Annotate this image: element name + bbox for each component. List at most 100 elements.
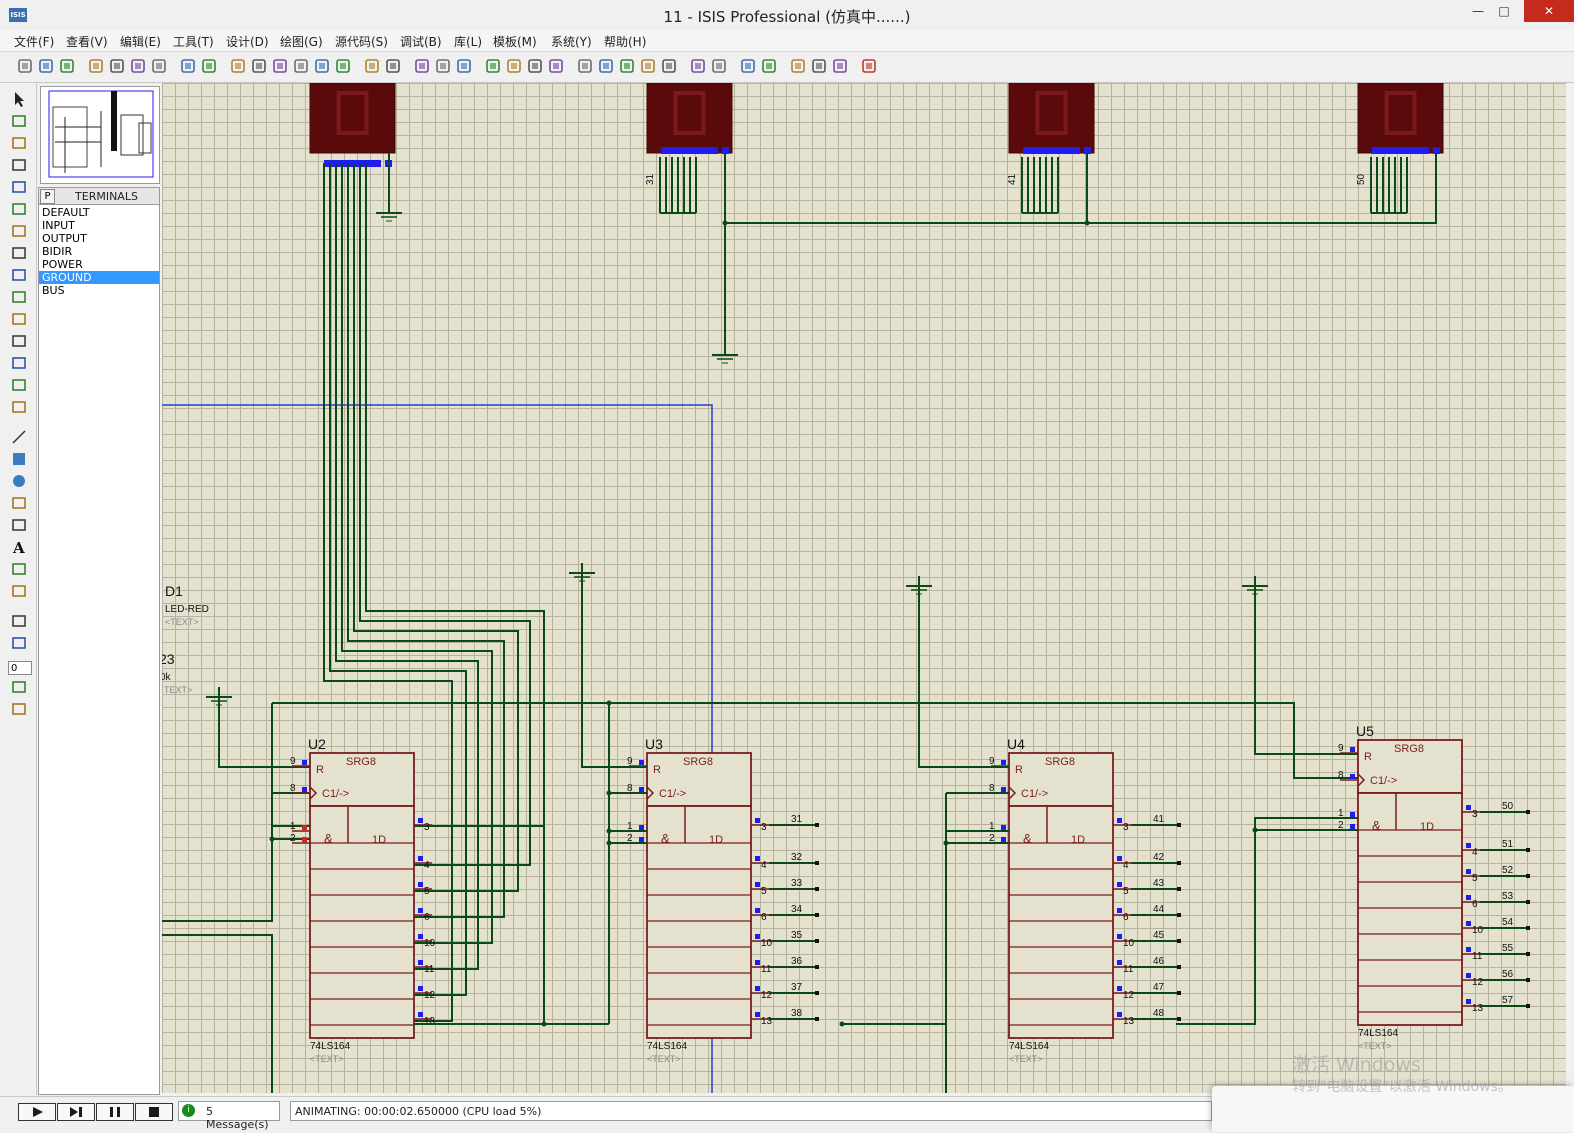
selection-mode-icon[interactable] [10, 91, 28, 107]
terminal-item-power[interactable]: POWER [42, 258, 83, 271]
origin-icon[interactable] [229, 57, 247, 75]
close-icon[interactable]: ✕ [1524, 0, 1574, 22]
pause-icon[interactable] [96, 1103, 134, 1121]
package-icon[interactable] [618, 57, 636, 75]
mirror-x-icon[interactable] [10, 679, 28, 695]
virtual-instrument-icon[interactable] [10, 399, 28, 415]
pick-button[interactable]: P [40, 189, 55, 204]
zoom-in-icon[interactable] [271, 57, 289, 75]
notification-popup[interactable] [1212, 1086, 1574, 1132]
menu-edit[interactable]: 编辑(E) [120, 35, 161, 49]
circle-icon[interactable] [10, 473, 28, 489]
text-icon[interactable]: A [10, 539, 28, 557]
pick-device-icon[interactable] [576, 57, 594, 75]
netlist-icon[interactable] [831, 57, 849, 75]
wire-autoroute-icon[interactable] [660, 57, 678, 75]
current-probe-icon[interactable] [10, 377, 28, 393]
menu-tools[interactable]: 工具(T) [173, 35, 214, 49]
export-icon[interactable] [108, 57, 126, 75]
menu-library[interactable]: 库(L) [454, 35, 483, 49]
undo-icon[interactable] [363, 57, 381, 75]
erc-icon[interactable] [810, 57, 828, 75]
new-file-icon[interactable] [16, 57, 34, 75]
voltage-probe-icon[interactable] [10, 355, 28, 371]
decompose-icon[interactable] [639, 57, 657, 75]
maximize-icon[interactable]: □ [1498, 4, 1510, 18]
menu-design[interactable]: 设计(D) [226, 35, 269, 49]
paste-icon[interactable] [455, 57, 473, 75]
step-icon[interactable] [57, 1103, 95, 1121]
minimize-icon[interactable]: — [1472, 4, 1484, 18]
symbol-icon[interactable] [10, 561, 28, 577]
component-mode-icon[interactable] [10, 113, 28, 129]
grid-icon[interactable] [200, 57, 218, 75]
menu-view[interactable]: 查看(V) [66, 35, 108, 49]
rotation-input[interactable]: 0 [8, 661, 32, 675]
terminal-item-default[interactable]: DEFAULT [42, 206, 90, 219]
chip-u5-pin-marker [1350, 812, 1355, 817]
bus-icon[interactable] [10, 201, 28, 217]
line-icon[interactable] [10, 429, 28, 445]
bom-icon[interactable] [789, 57, 807, 75]
messages-box[interactable]: i 5 Message(s) [178, 1101, 280, 1131]
remove-sheet-icon[interactable] [760, 57, 778, 75]
marker-icon[interactable] [10, 583, 28, 599]
stop-icon[interactable] [135, 1103, 173, 1121]
print-area-icon[interactable] [150, 57, 168, 75]
menu-graph[interactable]: 绘图(G) [280, 35, 323, 49]
chip-u3-output-pin-number: 11 [761, 964, 772, 975]
wire-label-icon[interactable] [10, 157, 28, 173]
rotate-ccw-icon[interactable] [10, 635, 28, 651]
menu-template[interactable]: 模板(M) [493, 35, 537, 49]
block-rotate-icon[interactable] [526, 57, 544, 75]
zoom-out-icon[interactable] [292, 57, 310, 75]
menu-system[interactable]: 系统(Y) [551, 35, 592, 49]
property-tool-icon[interactable] [710, 57, 728, 75]
block-delete-icon[interactable] [547, 57, 565, 75]
terminal-item-input[interactable]: INPUT [42, 219, 75, 232]
subcircuit-icon[interactable] [10, 223, 28, 239]
print-icon[interactable] [129, 57, 147, 75]
terminal-item-bus[interactable]: BUS [42, 284, 65, 297]
device-pins-icon[interactable] [10, 267, 28, 283]
zoom-all-icon[interactable] [313, 57, 331, 75]
mirror-y-icon[interactable] [10, 701, 28, 717]
text-script-icon[interactable] [10, 179, 28, 195]
terminal-item-output[interactable]: OUTPUT [42, 232, 87, 245]
save-icon[interactable] [58, 57, 76, 75]
box-icon[interactable] [10, 451, 28, 467]
new-sheet-icon[interactable] [739, 57, 757, 75]
menu-help[interactable]: 帮助(H) [604, 35, 647, 49]
redo-icon[interactable] [384, 57, 402, 75]
menu-debug[interactable]: 调试(B) [400, 35, 442, 49]
pan-icon[interactable] [250, 57, 268, 75]
arc-icon[interactable] [10, 495, 28, 511]
terminals-mode-icon[interactable] [10, 245, 28, 261]
menu-file[interactable]: 文件(F) [14, 35, 55, 49]
overview-window[interactable] [40, 86, 160, 184]
refresh-icon[interactable] [179, 57, 197, 75]
rotate-cw-icon[interactable] [10, 613, 28, 629]
segment-wire-3 [353, 163, 519, 892]
block-copy-icon[interactable] [484, 57, 502, 75]
block-move-icon[interactable] [505, 57, 523, 75]
chip-u3-pin-marker [639, 787, 644, 792]
copy-icon[interactable] [434, 57, 452, 75]
graph-mode-icon[interactable] [10, 289, 28, 305]
import-icon[interactable] [87, 57, 105, 75]
terminal-item-ground[interactable]: GROUND [39, 271, 159, 284]
path-icon[interactable] [10, 517, 28, 533]
junction-dot-icon[interactable] [10, 135, 28, 151]
terminal-item-bidir[interactable]: BIDIR [42, 245, 73, 258]
play-icon[interactable] [18, 1103, 56, 1121]
search-icon[interactable] [689, 57, 707, 75]
cut-icon[interactable] [413, 57, 431, 75]
open-file-icon[interactable] [37, 57, 55, 75]
generator-icon[interactable] [10, 333, 28, 349]
ares-icon[interactable] [860, 57, 878, 75]
zoom-area-icon[interactable] [334, 57, 352, 75]
menu-source[interactable]: 源代码(S) [335, 35, 388, 49]
tape-recorder-icon[interactable] [10, 311, 28, 327]
make-device-icon[interactable] [597, 57, 615, 75]
